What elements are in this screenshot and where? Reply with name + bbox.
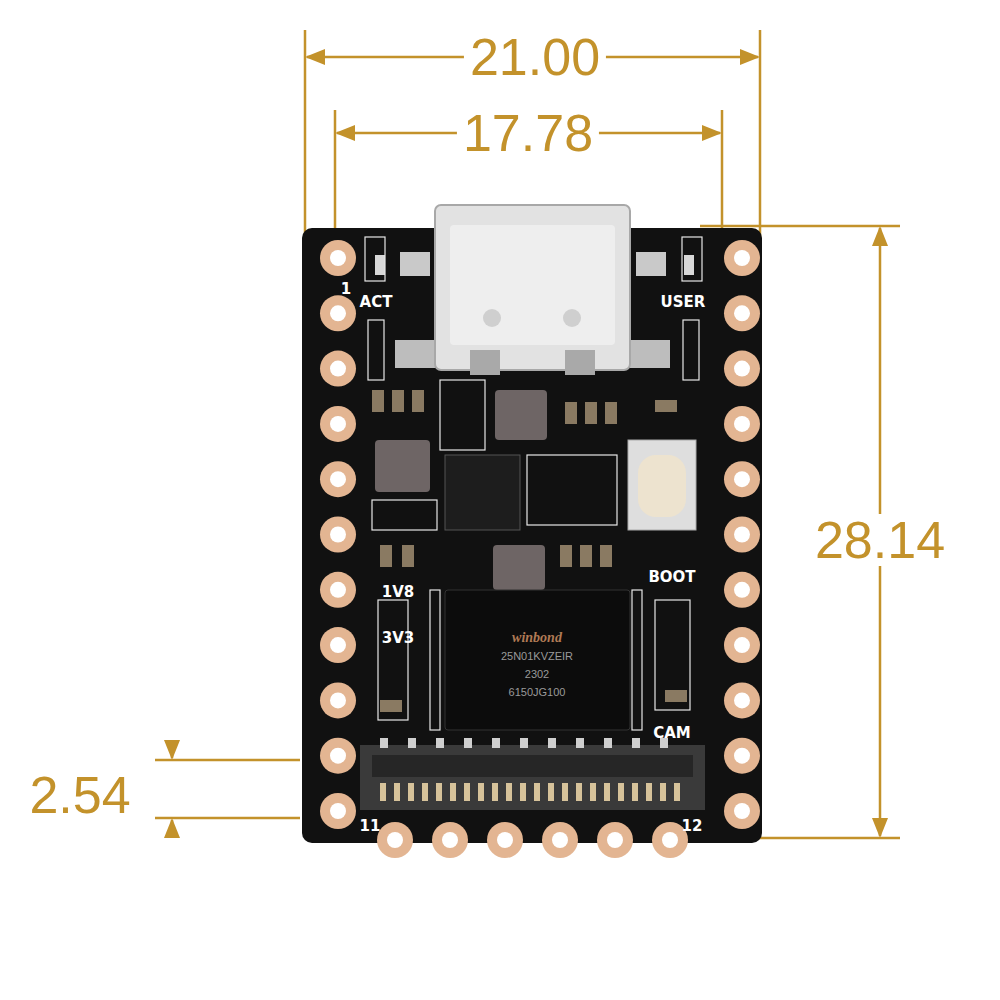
fpc-pin — [422, 783, 428, 801]
fpc-pin — [394, 783, 400, 801]
castellated-pad — [320, 351, 356, 387]
fpc-contact — [632, 738, 640, 748]
castellated-pad — [724, 461, 760, 497]
castellated-pad — [542, 822, 578, 858]
castellated-pad — [320, 572, 356, 608]
pad-outlines — [365, 237, 702, 730]
chip-marking: winbond — [512, 631, 562, 645]
castellated-pad — [320, 406, 356, 442]
pmic-chip — [445, 455, 520, 530]
fpc-pin — [436, 783, 442, 801]
castellated-pad — [320, 793, 356, 829]
fpc-pin — [632, 783, 638, 801]
pin-number: 11 — [360, 819, 381, 834]
fpc-pin — [562, 783, 568, 801]
fpc-pin — [576, 783, 582, 801]
castellated-pad — [724, 517, 760, 553]
fpc-pin — [618, 783, 624, 801]
fpc-pin — [464, 783, 470, 801]
dimension-label: 21.00 — [464, 31, 606, 83]
castellated-pad — [320, 627, 356, 663]
fpc-pin — [590, 783, 596, 801]
castellated-pad — [320, 461, 356, 497]
voltage-label: 1V8 — [382, 585, 414, 600]
led-label: ACT — [360, 295, 393, 310]
button-label: BOOT — [648, 570, 695, 585]
connector-label: CAM — [653, 726, 691, 741]
fpc-pin — [408, 783, 414, 801]
fpc-pin — [492, 783, 498, 801]
castellated-pad — [597, 822, 633, 858]
castellated-pad — [724, 295, 760, 331]
fpc-contact — [520, 738, 528, 748]
fpc-contact — [548, 738, 556, 748]
castellated-pad — [724, 572, 760, 608]
fpc-pin — [646, 783, 652, 801]
smd-components — [372, 255, 694, 712]
castellated-pad — [320, 240, 356, 276]
boot-button — [628, 440, 696, 530]
castellated-pad — [432, 822, 468, 858]
fpc-pin — [660, 783, 666, 801]
castellated-pad — [320, 738, 356, 774]
fpc-contact — [408, 738, 416, 748]
fpc-pin — [604, 783, 610, 801]
fpc-pin — [674, 783, 680, 801]
fpc-camera-connector — [360, 738, 705, 810]
pin-number: 12 — [682, 819, 703, 834]
usb-c-connector — [395, 205, 670, 375]
dimension-label: 2.54 — [23, 769, 136, 821]
fpc-pin — [450, 783, 456, 801]
dimension-label: 17.78 — [457, 107, 599, 159]
fpc-contact — [436, 738, 444, 748]
fpc-contact — [380, 738, 388, 748]
voltage-label: 3V3 — [382, 631, 414, 646]
chip-marking: 25N01KVZEIR — [501, 651, 573, 662]
fpc-contact — [604, 738, 612, 748]
fpc-contact — [492, 738, 500, 748]
inductors — [375, 390, 547, 590]
castellated-pad — [377, 822, 413, 858]
flash-chip — [445, 590, 630, 730]
pin-number: 1 — [341, 282, 351, 297]
chip-marking: 2302 — [525, 669, 549, 680]
castellated-pad — [487, 822, 523, 858]
castellated-pad — [724, 406, 760, 442]
castellated-pad — [724, 627, 760, 663]
fpc-pin — [534, 783, 540, 801]
fpc-pin — [548, 783, 554, 801]
chip-marking: 6150JG100 — [509, 687, 566, 698]
fpc-pin — [478, 783, 484, 801]
castellated-pad — [724, 793, 760, 829]
fpc-pin — [506, 783, 512, 801]
dimension-label: 28.14 — [809, 514, 951, 566]
castellated-pad — [724, 240, 760, 276]
fpc-pin — [380, 783, 386, 801]
castellated-pad — [320, 517, 356, 553]
castellated-pad — [724, 351, 760, 387]
castellated-pad — [724, 682, 760, 718]
castellated-pad — [724, 738, 760, 774]
fpc-pin — [520, 783, 526, 801]
dimension-lines — [155, 30, 900, 838]
led-label: USER — [661, 295, 706, 310]
fpc-contact — [464, 738, 472, 748]
castellated-pad — [320, 682, 356, 718]
castellated-pad — [320, 295, 356, 331]
fpc-contact — [576, 738, 584, 748]
